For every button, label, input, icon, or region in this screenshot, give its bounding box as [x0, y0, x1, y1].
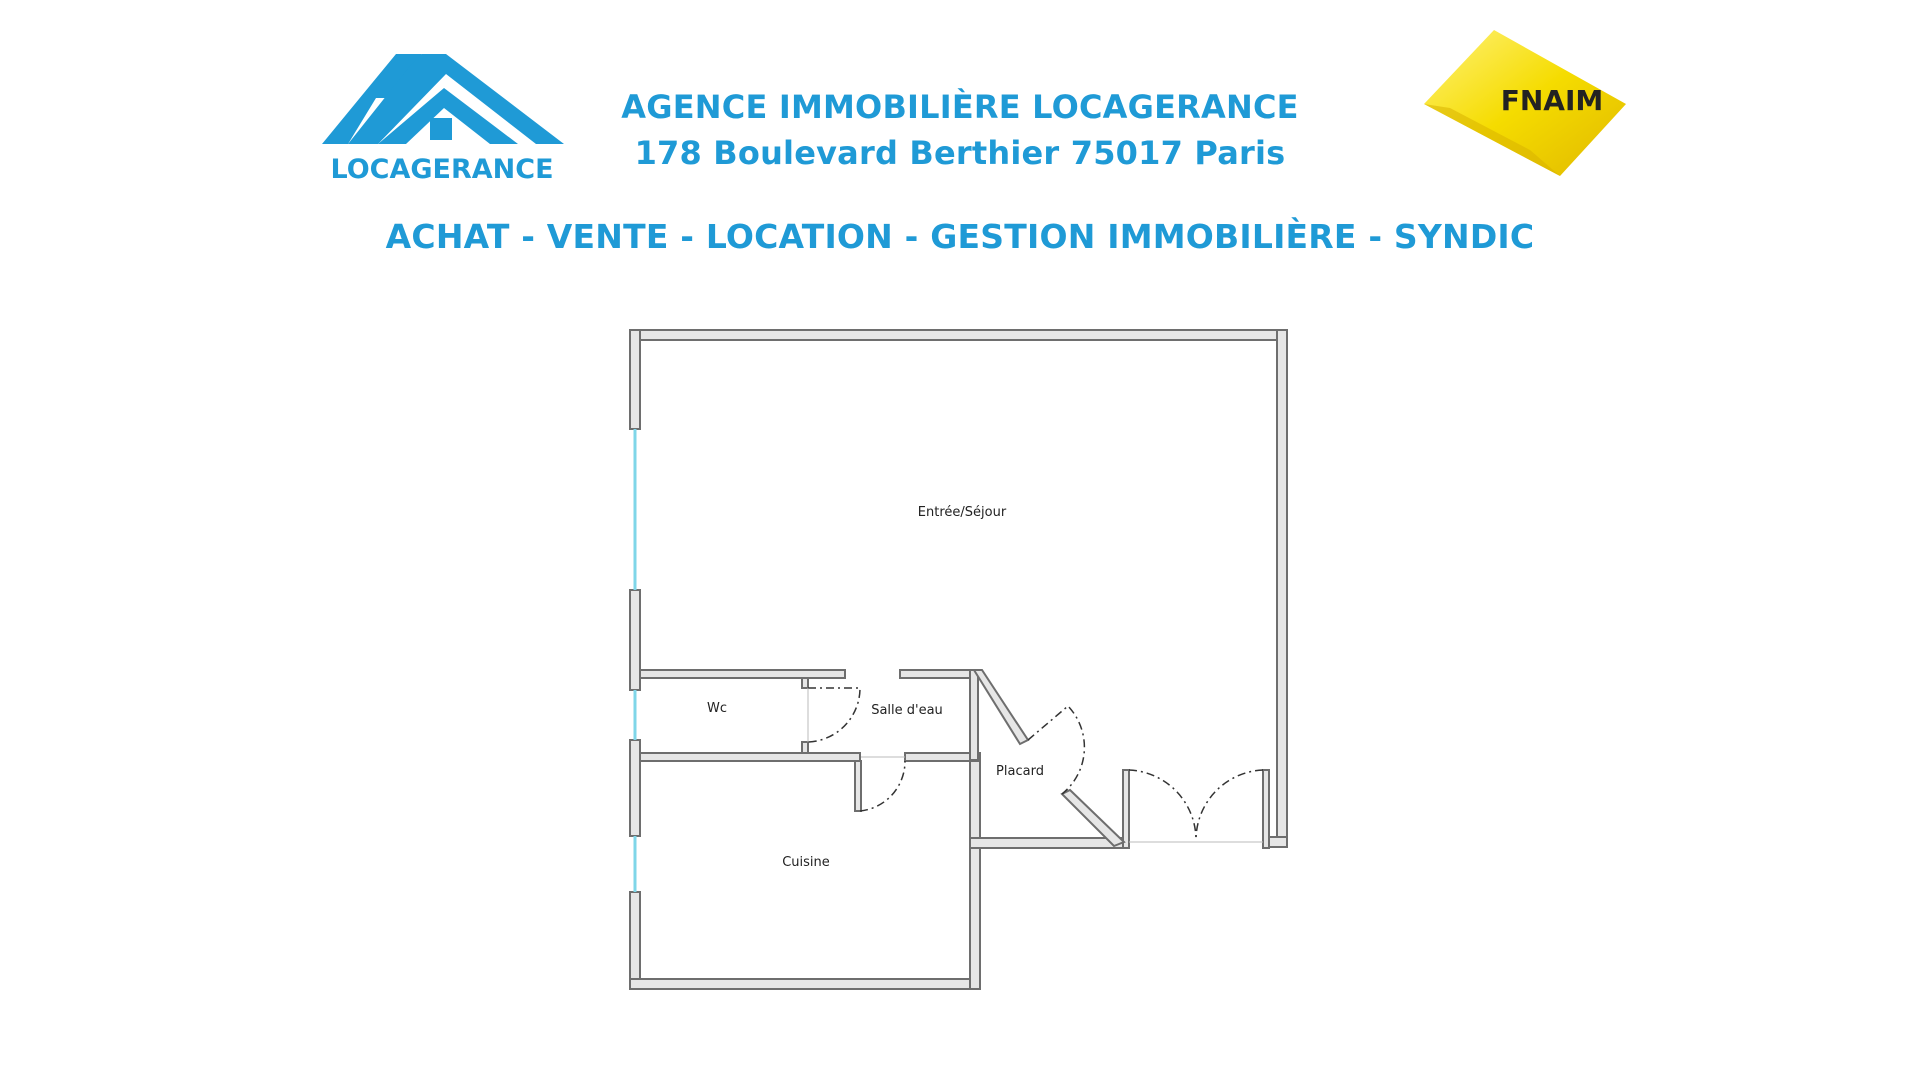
door-thresholds — [807, 688, 1263, 843]
agency-services: ACHAT - VENTE - LOCATION - GESTION IMMOB… — [385, 217, 1535, 256]
fnaim-logo: FNAIM — [1424, 30, 1626, 176]
fnaim-logo-text: FNAIM — [1501, 84, 1604, 117]
placard-diagonal-wall — [972, 669, 1030, 746]
agency-address: 178 Boulevard Berthier 75017 Paris — [634, 134, 1286, 172]
room-label-salle-eau: Salle d'eau — [871, 703, 943, 718]
locagerance-logo: LOCAGERANCE — [322, 54, 564, 185]
room-label-placard: Placard — [996, 764, 1044, 779]
walls — [629, 329, 1288, 990]
placard-diagonal-wall-lower — [1060, 788, 1126, 848]
room-label-cuisine: Cuisine — [782, 855, 830, 870]
room-label-sejour: Entrée/Séjour — [918, 505, 1007, 520]
room-label-wc: Wc — [707, 701, 727, 716]
agency-name: AGENCE IMMOBILIÈRE LOCAGERANCE — [621, 88, 1299, 126]
locagerance-logo-text: LOCAGERANCE — [330, 154, 553, 185]
door-swings — [807, 687, 1264, 841]
